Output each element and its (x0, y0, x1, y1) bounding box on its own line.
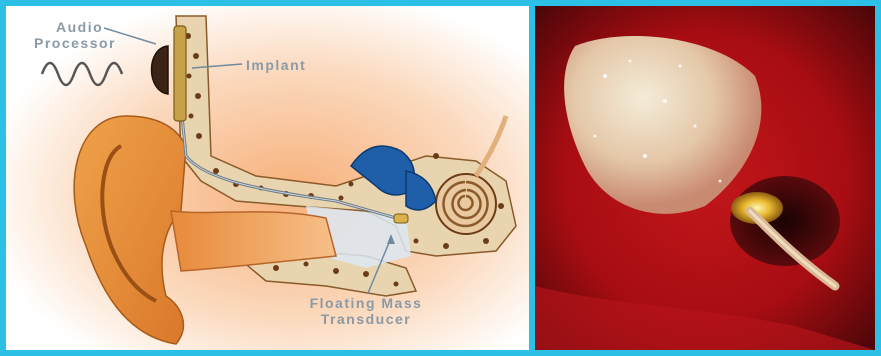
fmt-label-line2: Transducer (296, 312, 436, 326)
implant-receiver (174, 26, 186, 121)
implant-label: Implant (246, 58, 306, 72)
audio-processor-label-line1: Audio (56, 20, 103, 34)
audio-processor-label-line2: Processor (34, 36, 116, 50)
surgical-photo (535, 6, 875, 350)
ear-diagram-panel: Audio Processor Implant Floating Mass Tr… (6, 6, 529, 350)
surgical-photo-panel (535, 6, 875, 350)
fmt-label-line1: Floating Mass (296, 296, 436, 310)
floating-mass-transducer (394, 214, 408, 223)
